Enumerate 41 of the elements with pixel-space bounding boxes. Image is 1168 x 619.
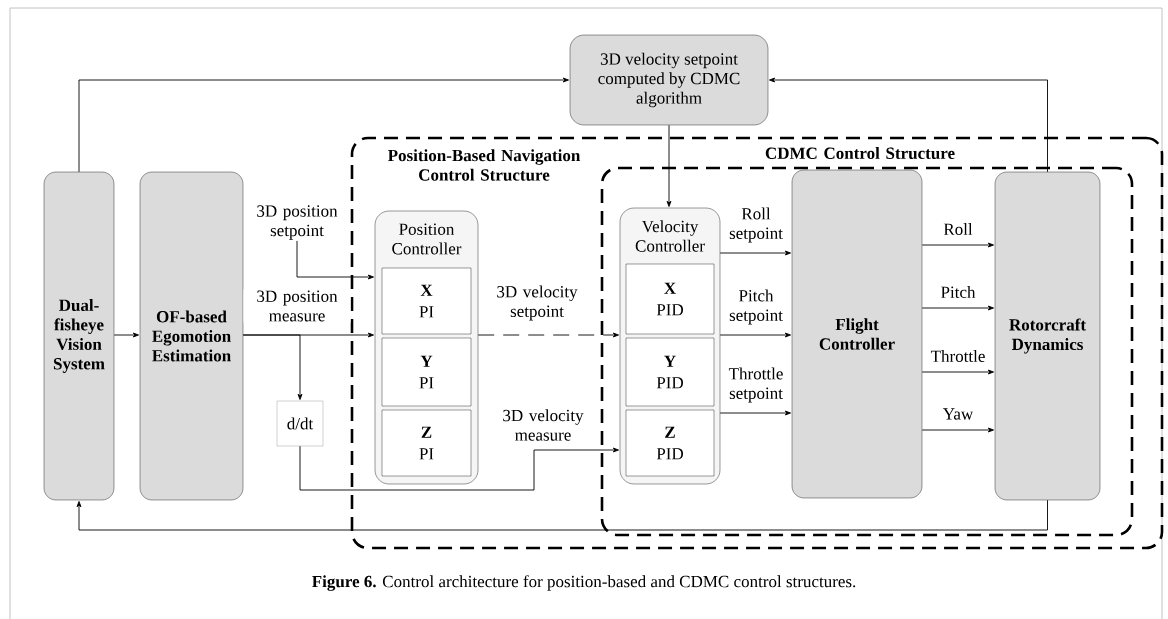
controller-cell: X PID bbox=[625, 263, 715, 335]
arrow bbox=[242, 334, 303, 400]
arrow bbox=[921, 305, 994, 311]
arrow bbox=[296, 240, 374, 280]
edge-label: 3D velocity measure bbox=[489, 408, 597, 442]
arrow bbox=[719, 410, 791, 416]
arrow bbox=[719, 250, 791, 256]
arrow bbox=[299, 445, 619, 491]
process-box: d/dt bbox=[276, 400, 324, 447]
controller-cell: Y PID bbox=[625, 337, 715, 407]
arrow bbox=[921, 427, 994, 433]
edge-label: Roll bbox=[942, 222, 974, 236]
arrow bbox=[666, 124, 672, 207]
arrow bbox=[921, 242, 994, 248]
process-box: Dual-fisheye Vision System bbox=[43, 171, 115, 501]
controller-cell: Z PI bbox=[381, 409, 472, 477]
edge-label: Pitch bbox=[939, 285, 977, 299]
edge-label: Roll setpoint bbox=[724, 206, 788, 244]
controller-cell: Y PI bbox=[381, 337, 472, 407]
signal-label: 3D position setpoint bbox=[257, 205, 338, 240]
node-label: CDMC Control Structure bbox=[765, 147, 955, 159]
edge-label: Throttle setpoint bbox=[724, 366, 788, 404]
arrow bbox=[78, 77, 569, 173]
arrow bbox=[113, 332, 139, 338]
edge-label: Throttle bbox=[929, 349, 987, 363]
arrow bbox=[921, 369, 994, 375]
arrow bbox=[477, 332, 619, 338]
controller-cell: X PI bbox=[381, 267, 472, 335]
process-box: Flight Controller bbox=[791, 169, 923, 499]
edge-label: 3D velocity setpoint bbox=[483, 284, 591, 322]
process-box: Rotorcraft Dynamics bbox=[994, 171, 1101, 501]
controller-cell: Z PID bbox=[625, 409, 715, 477]
caption: Figure 6. Control architecture for position-based and CDMC control structures. bbox=[312, 575, 856, 591]
arrow bbox=[769, 77, 1048, 173]
arrow bbox=[76, 499, 1048, 531]
edge-label: 3D position measure bbox=[243, 289, 351, 323]
edge-label: Pitch setpoint bbox=[724, 288, 788, 326]
process-box: 3D velocity setpoint computed by CDMC algorithm bbox=[569, 34, 769, 126]
arrow bbox=[719, 332, 791, 338]
process-box: OF-based Egomotion Estimation bbox=[139, 171, 244, 501]
edge-label: Yaw bbox=[941, 407, 975, 421]
